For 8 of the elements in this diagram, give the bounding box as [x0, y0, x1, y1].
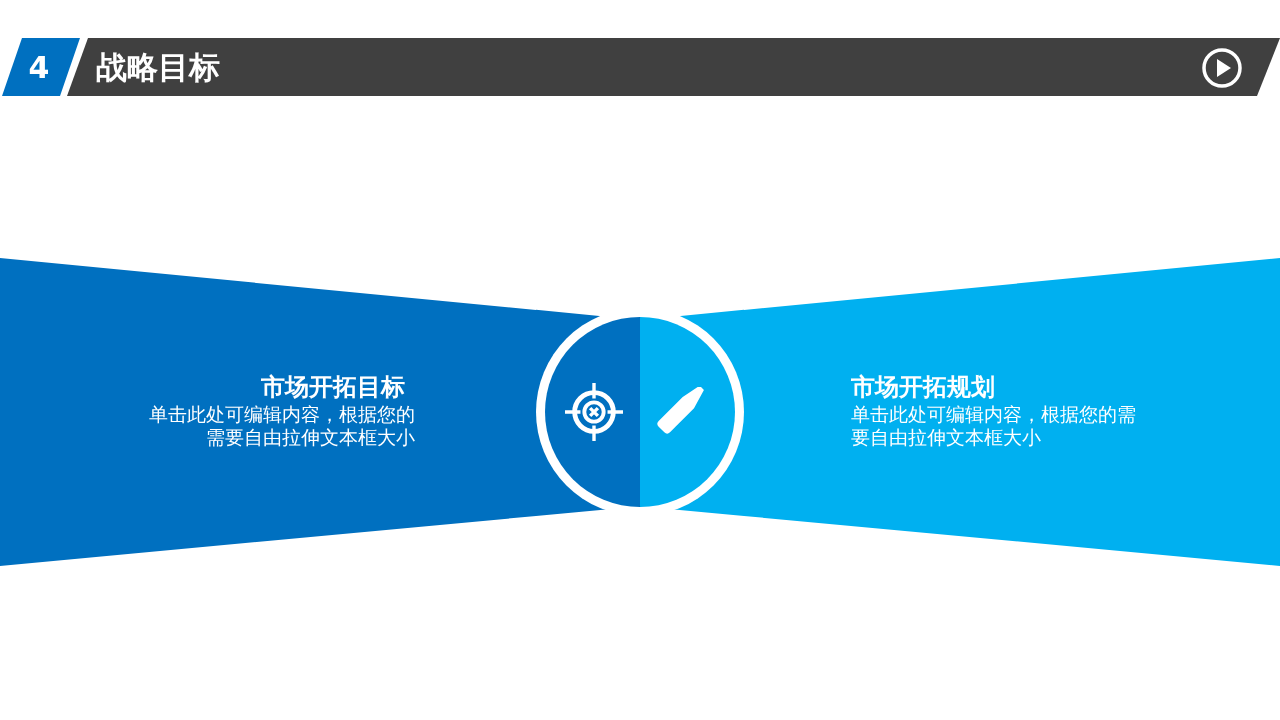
- panel-text: 单击此处可编辑内容，根据您的需要自由拉伸文本框大小: [851, 403, 1137, 449]
- panel-text: 单击此处可编辑内容，根据您的需要自由拉伸文本框大小: [148, 403, 415, 449]
- trapezoid-panel: [744, 258, 1280, 566]
- trapezoid-panel: [0, 258, 536, 566]
- panel-heading: 市场开拓规划: [851, 373, 995, 401]
- panel-heading: 市场开拓目标: [261, 373, 405, 401]
- slide-title: 战略目标: [96, 48, 220, 87]
- section-number-tab: 4: [2, 38, 80, 96]
